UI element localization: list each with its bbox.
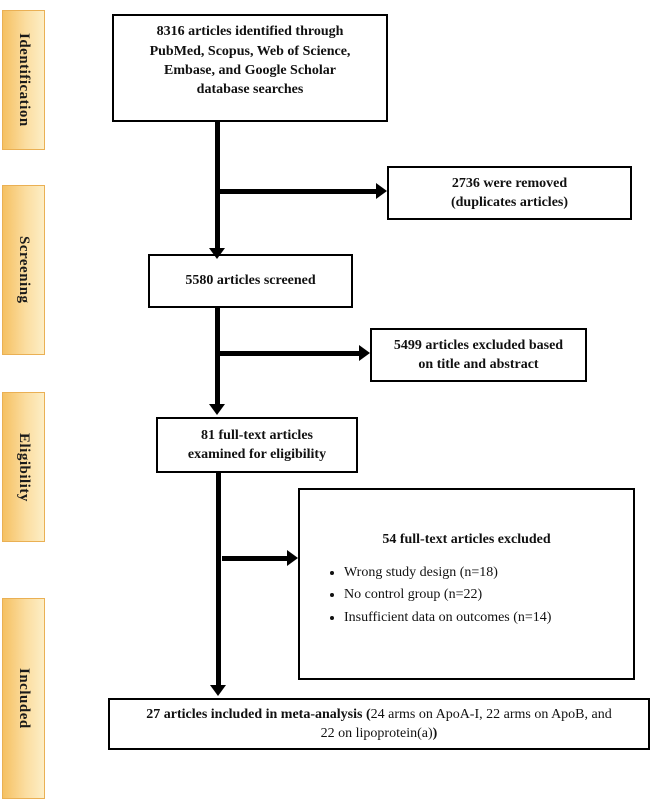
box-title-abstract-excluded-text: 5499 articles excluded based on title an…: [393, 337, 564, 372]
excluded-reason-item: Insufficient data on outcomes (n=14): [344, 607, 633, 629]
box-articles-screened: 5580 articles screened: [148, 254, 353, 308]
box-records-identified: 8316 articles identified through PubMed,…: [112, 14, 388, 122]
box-included-meta-analysis: 27 articles included in meta-analysis (2…: [108, 698, 650, 750]
fulltext-excluded-heading: 54 full-text articles excluded: [382, 532, 551, 547]
included-detail: 24 arms on ApoA-I, 22 arms on ApoB, and …: [320, 706, 612, 741]
box-duplicates-removed-text: 2736 were removed (duplicates articles): [450, 175, 569, 210]
arrow-to-fulltext-excluded-head: [287, 550, 298, 566]
box-fulltext-excluded: 54 full-text articles excluded Wrong stu…: [298, 488, 635, 680]
stage-label-eligibility: Eligibility: [2, 392, 45, 542]
fulltext-excluded-reasons: Wrong study design (n=18) No control gro…: [300, 562, 633, 628]
box-fulltext-examined: 81 full-text articles examined for eligi…: [156, 417, 358, 473]
box-duplicates-removed: 2736 were removed (duplicates articles): [387, 166, 632, 220]
arrow-to-duplicates-line: [220, 189, 376, 194]
box-included-meta-analysis-text: 27 articles included in meta-analysis (2…: [146, 705, 611, 744]
arrow-identified-to-screened-line: [215, 122, 220, 249]
stage-label-identification: Identification: [2, 10, 45, 150]
stage-label-screening: Screening: [2, 185, 45, 355]
stage-label-text: Identification: [16, 33, 32, 127]
box-title-abstract-excluded: 5499 articles excluded based on title an…: [370, 328, 587, 382]
box-articles-screened-text: 5580 articles screened: [185, 273, 316, 289]
stage-label-text: Screening: [16, 236, 32, 304]
stage-label-included: Included: [2, 598, 45, 799]
box-records-identified-text: 8316 articles identified through PubMed,…: [149, 24, 351, 98]
arrow-to-fulltext-excluded-line: [222, 556, 287, 561]
arrow-eligibility-to-included-line: [216, 473, 221, 685]
arrow-screened-to-eligibility-head: [209, 404, 225, 415]
arrow-screened-to-eligibility-line: [215, 308, 220, 404]
box-fulltext-examined-text: 81 full-text articles examined for eligi…: [187, 427, 327, 462]
excluded-reason-item: Wrong study design (n=18): [344, 562, 633, 584]
arrow-identified-to-screened-head: [209, 248, 225, 259]
arrow-to-title-abstract-excluded-head: [359, 345, 370, 361]
stage-label-text: Eligibility: [16, 432, 32, 502]
arrow-eligibility-to-included-head: [210, 685, 226, 696]
excluded-reason-item: No control group (n=22): [344, 584, 633, 606]
included-bold-suffix: ): [432, 726, 438, 741]
included-bold-prefix: 27 articles included in meta-analysis (: [146, 706, 371, 722]
arrow-to-duplicates-head: [376, 183, 387, 199]
stage-label-text: Included: [16, 668, 32, 729]
arrow-to-title-abstract-excluded-line: [220, 351, 359, 356]
